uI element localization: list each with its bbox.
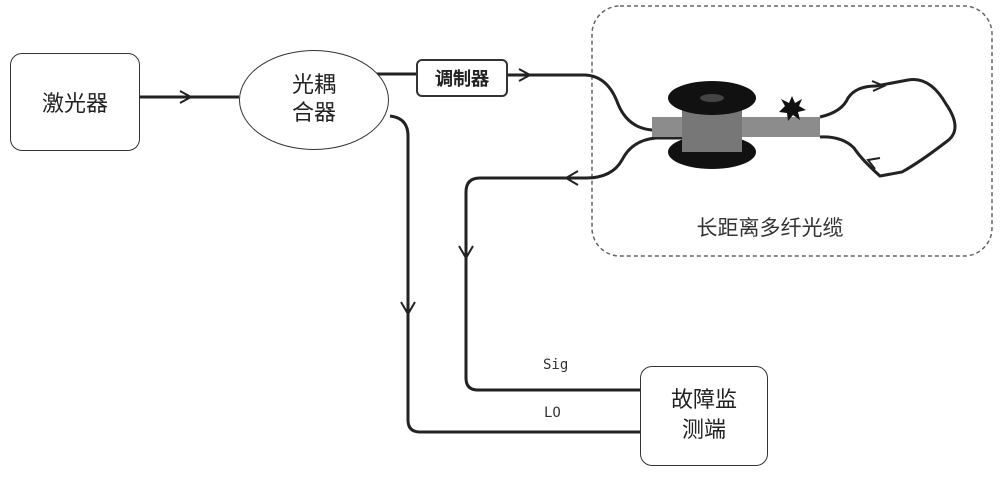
modulator-to-cable-arrow	[518, 68, 533, 82]
monitor-box: 故障监 测端	[640, 366, 768, 466]
coupler-ellipse: 光耦 合器	[239, 50, 389, 150]
lo-line	[389, 114, 640, 434]
laser-box: 激光器	[10, 53, 140, 151]
cable-return-arrow	[564, 170, 579, 186]
far-end-arrow-bottom	[866, 157, 881, 170]
laser-to-coupler-arrow	[179, 90, 194, 104]
lo-down-arrow	[400, 301, 416, 316]
cable-region	[591, 5, 993, 257]
spool-hub	[700, 94, 724, 102]
fault-burst-icon	[779, 96, 806, 121]
cable-label: 长距离多纤光缆	[696, 216, 844, 240]
far-end-loop	[819, 78, 957, 178]
modulator-box: 调制器	[416, 59, 508, 97]
lo-label: LO	[544, 405, 561, 421]
modulator-to-cable-line	[508, 73, 690, 132]
cable-return-line	[464, 136, 690, 392]
sig-label: Sig	[543, 357, 569, 373]
far-end-arrow-top	[871, 80, 887, 92]
sig-down-arrow	[458, 245, 474, 260]
